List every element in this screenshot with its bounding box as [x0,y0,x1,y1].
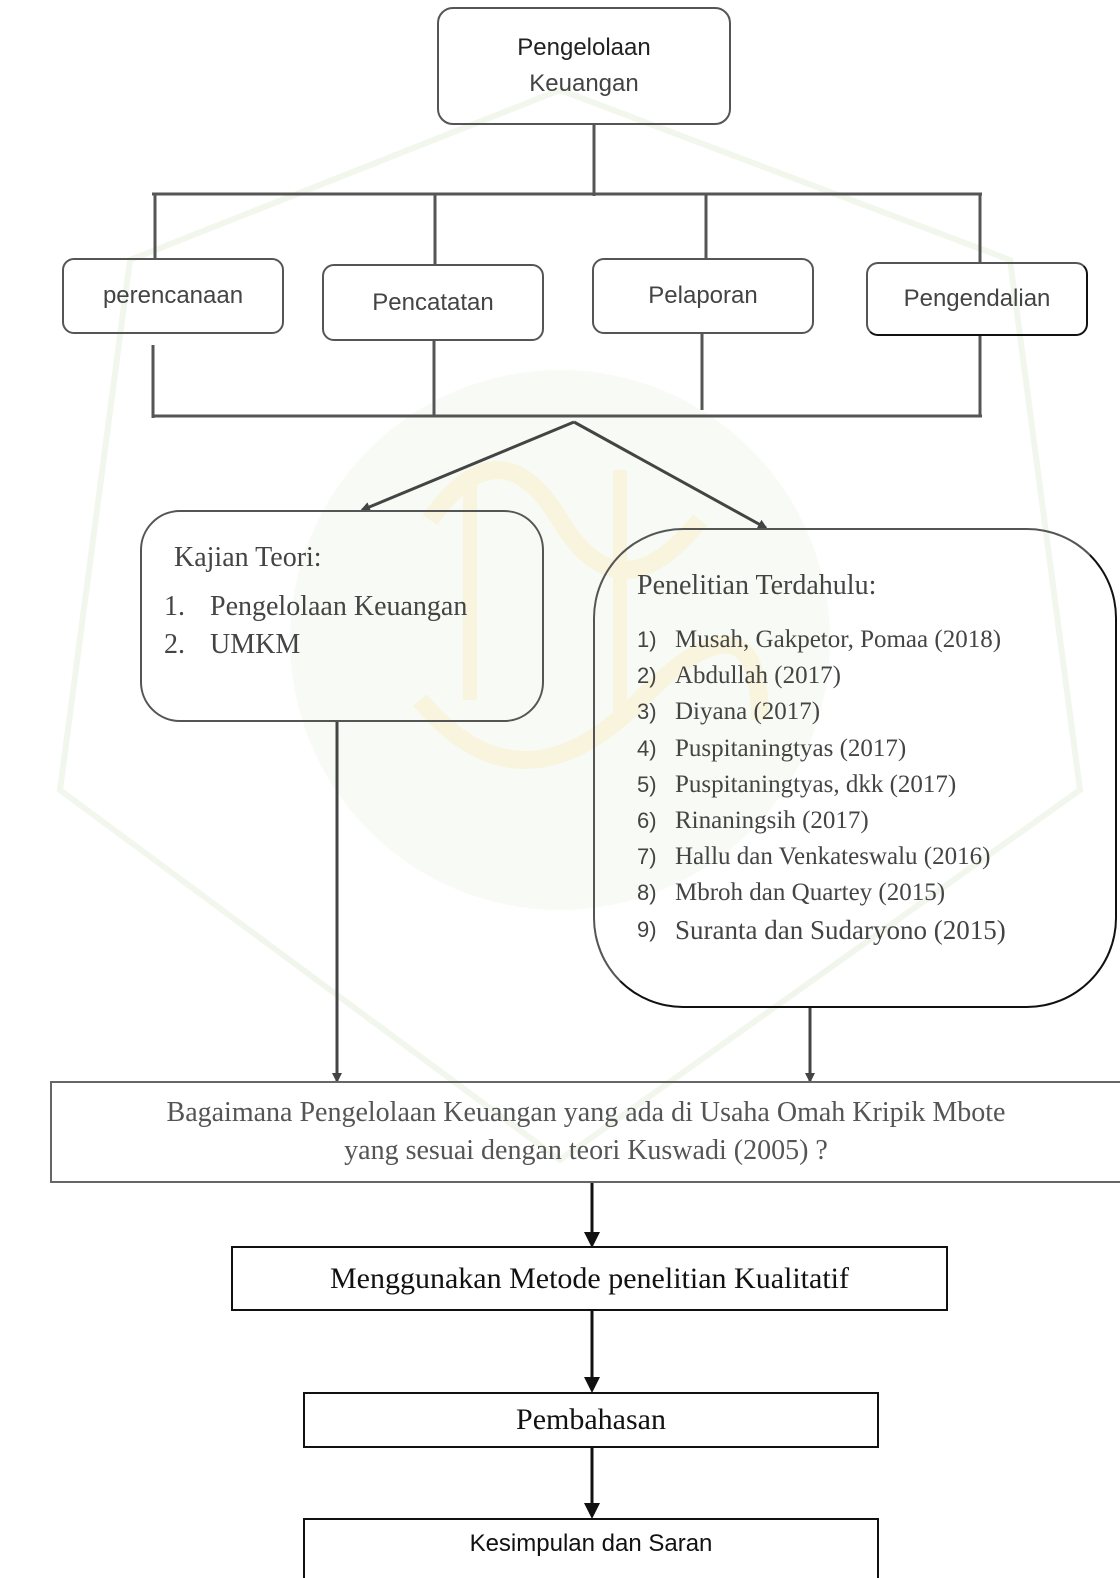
stage-label: Pencatatan [372,288,494,316]
kajian-title: Kajian Teori: [174,542,322,573]
item-text: Mbroh dan Quartey (2015) [675,879,946,907]
stage-box-pelaporan: Pelaporan [592,258,814,334]
method-label: Menggunakan Metode penelitian Kualitatif [329,1261,849,1295]
list-item: 6) Rinaningsih (2017) [637,803,1115,839]
list-item: 2. UMKM [164,626,542,664]
stage-box-pengendalian: Pengendalian [866,262,1088,336]
item-number: 6) [637,808,657,834]
stage-label: Pelaporan [648,282,758,309]
penelitian-list: 1) Musah, Gakpetor, Pomaa (2018) 2) Abdull… [637,622,1115,948]
discussion-label: Pembahasan [516,1403,666,1436]
item-number: 1) [637,627,657,652]
item-text: Musah, Gakpetor, Pomaa (2018) [675,626,1002,653]
item-text: Pengelolaan Keuangan [210,591,468,622]
arrow-to-penelitian [573,420,768,530]
item-text: UMKM [210,629,301,660]
item-number: 2. [164,629,185,660]
list-item: 5) Puspitaningtyas, dkk (2017) [637,767,1115,803]
discussion-box: Pembahasan [303,1392,879,1448]
item-text: Rinaningsih (2017) [675,807,869,835]
pengelolaan-keuangan-box: Pengelolaan Keuangan [437,7,731,125]
method-box: Menggunakan Metode penelitian Kualitatif [231,1246,948,1311]
question-line1: Bagaimana Pengelolaan Keuangan yang ada … [166,1097,1006,1128]
conclusion-box: Kesimpulan dan Saran [303,1518,879,1578]
item-text: Suranta dan Sudaryono (2015) [675,914,1006,945]
stage-label: Pengendalian [903,285,1051,312]
research-question-box: Bagaimana Pengelolaan Keuangan yang ada … [50,1081,1120,1183]
watermark-seal [56,86,1084,1164]
arrow-to-kajian [360,420,575,512]
list-item: 7) Hallu dan Venkateswalu (2016) [637,839,1115,875]
item-number: 1. [164,591,185,622]
item-text: Puspitaningtyas, dkk (2017) [675,770,957,798]
item-number: 8) [637,880,657,906]
penelitian-title: Penelitian Terdahulu: [637,570,877,601]
list-item: 1) Musah, Gakpetor, Pomaa (2018) [637,622,1115,658]
item-number: 9) [637,916,657,942]
item-number: 7) [637,844,657,870]
item-number: 5) [637,771,657,797]
list-item: 3) Diyana (2017) [637,694,1115,730]
stage-label: perencanaan [102,282,244,309]
stage-box-perencanaan: perencanaan [62,258,284,334]
stage-box-pencatatan: Pencatatan [322,264,544,341]
item-text: Diyana (2017) [675,698,821,726]
top-box-line2: Keuangan [529,70,639,97]
list-item: 8) Mbroh dan Quartey (2015) [637,875,1115,911]
kajian-list: 1. Pengelolaan Keuangan 2. UMKM [164,588,542,664]
top-box-line1: Pengelolaan [517,34,651,61]
item-text: Hallu dan Venkateswalu (2016) [675,843,991,871]
question-line2: yang sesuai dengan teori Kuswadi (2005) … [344,1135,828,1166]
item-text: Puspitaningtyas (2017) [675,734,907,762]
list-item: 9) Suranta dan Sudaryono (2015) [637,912,1115,948]
list-item: 4) Puspitaningtyas (2017) [637,731,1115,767]
list-item: 1. Pengelolaan Keuangan [164,588,542,626]
item-text: Abdullah (2017) [675,662,841,690]
list-item: 2) Abdullah (2017) [637,658,1115,694]
penelitian-terdahulu-box: Penelitian Terdahulu: 1) Musah, Gakpetor,… [593,528,1117,1008]
item-number: 3) [637,699,657,725]
item-number: 2) [637,663,657,689]
item-number: 4) [637,735,657,761]
kajian-teori-box: Kajian Teori: 1. Pengelolaan Keuangan 2. U… [140,510,544,722]
conclusion-label: Kesimpulan dan Saran [469,1530,713,1557]
